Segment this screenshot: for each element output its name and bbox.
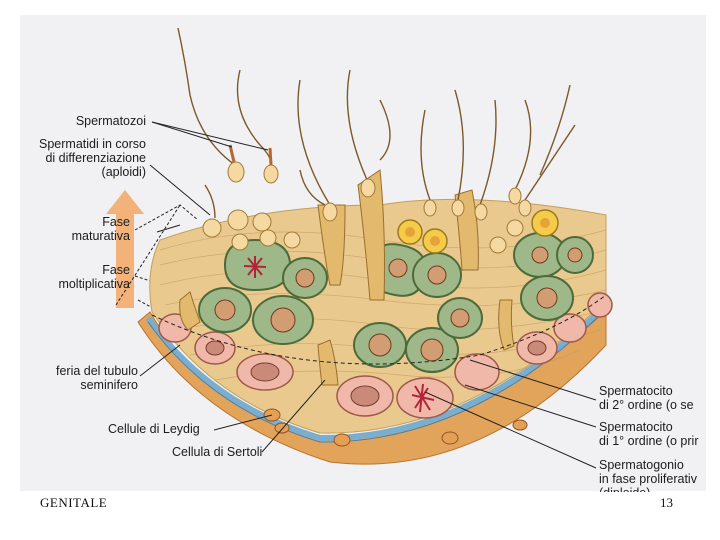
- label-tubule-periphery-2: seminifero: [80, 378, 138, 392]
- label-spermatocyte2-1: Spermatocito: [599, 384, 673, 398]
- label-leydig: Cellule di Leydig: [108, 422, 200, 436]
- label-spermatocyte2-2: di 2° ordine (o se: [599, 398, 694, 412]
- label-maturative-1: Fase: [102, 215, 130, 229]
- leydig-cells: [263, 408, 528, 447]
- phase-arrow: [106, 190, 144, 308]
- label-maturative-2: maturativa: [71, 229, 130, 243]
- phase-boundary-line: [151, 294, 607, 365]
- label-spermatocyte1-2: di 1° ordine (o prir: [599, 434, 699, 448]
- label-spermatozoa: Spermatozoi: [75, 114, 146, 128]
- label-multiplicative-2: moltiplicativa: [58, 277, 130, 291]
- label-spermatocyte1-1: Spermatocito: [599, 420, 673, 434]
- label-spermatids-3: (aploidi): [101, 165, 146, 179]
- label-spermatids-2: di differenziazione: [45, 151, 146, 165]
- label-spermatogonium-2: in fase proliferativ: [599, 472, 697, 486]
- footer-title: GENITALE: [40, 495, 108, 510]
- spermatogonia: [158, 292, 613, 419]
- label-spermatids-1: Spermatidi in corso: [39, 137, 146, 151]
- label-tubule-periphery-1: feria del tubulo: [55, 364, 138, 378]
- dividing-spermatogonium: [411, 383, 435, 413]
- label-multiplicative-1: Fase: [102, 263, 130, 277]
- label-spermatogonium-1: Spermatogonio: [599, 458, 684, 472]
- label-spermatogonium-3: (diploide): [599, 486, 650, 492]
- spermatozoa: [177, 27, 576, 219]
- metaphase-spindle: [243, 256, 267, 278]
- leader-lines: [139, 121, 597, 469]
- label-sertoli: Cellula di Sertoli: [172, 445, 263, 459]
- page-number: 13: [660, 495, 673, 510]
- spermatids: [202, 209, 524, 254]
